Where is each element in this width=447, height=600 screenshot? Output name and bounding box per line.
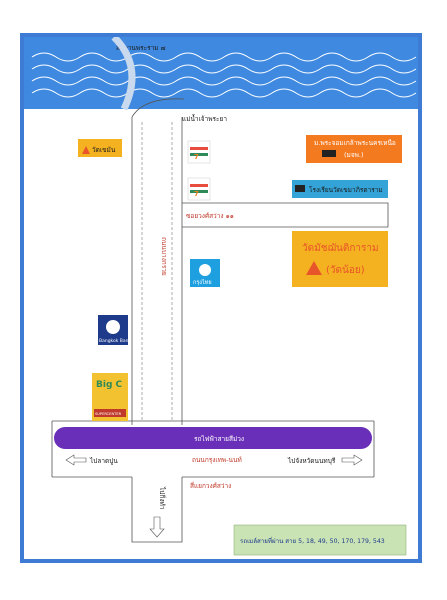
main-road-edges (131, 117, 183, 425)
university-box (306, 135, 402, 163)
road-curve (131, 98, 185, 118)
university-label: ม.พระจอมเกล้าพระนครเหนือ (314, 139, 396, 147)
temple-icon (306, 261, 322, 275)
seven-eleven-1-logo (187, 140, 211, 164)
school-label: โรงเรียนวัดเขมาภิรตาราม (309, 186, 383, 194)
seven-eleven-2-seven: 7 (194, 190, 199, 198)
direction-left: ไปลาดปูน (89, 457, 118, 465)
bridge-ramp (111, 37, 136, 111)
temple-name: วัดมัชฌันติการาม (302, 243, 379, 254)
direction-right: ไปจังหวัดนนทบุรี (287, 457, 336, 465)
purple-line-label: รถไฟฟ้าสายสีม่วง (194, 435, 244, 443)
wat-left-label: วัดเขมัน (92, 146, 116, 154)
map-canvas: สะพานพระราม ๗ แม่น้ำเจ้าพระยา ถนนบางกรวย… (24, 37, 418, 556)
purple-line (54, 427, 372, 449)
bigc-label: Big C (96, 380, 123, 390)
soi-11-road (182, 202, 389, 228)
seven-eleven-2-logo (187, 177, 211, 201)
horizontal-road-label: ถนนกรุงเทพ-นนท์ (192, 456, 242, 464)
temple-sub: (วัดน้อย) (326, 264, 365, 276)
soi-11-label: ซอยวงศ์สว่าง ๑๑ (186, 212, 234, 220)
university-abbr: (มจพ.) (344, 151, 364, 159)
seven-eleven-1-seven: 7 (194, 153, 199, 161)
road-ends (51, 421, 375, 477)
bigc-sub: SUPERCENTER (95, 412, 122, 416)
graduation-cap-icon (322, 150, 336, 157)
direction-down: ไปกิ่งทำ (158, 486, 167, 510)
bus-box (233, 524, 407, 556)
arrow-down-icon (149, 516, 165, 538)
temple-icon-small (82, 146, 90, 154)
river-waves (31, 52, 417, 98)
arrow-right-icon (341, 454, 363, 466)
temple-box (292, 231, 388, 287)
school-box (292, 180, 388, 198)
krungthai-label: กรุงไทย (193, 279, 212, 286)
main-road-dashes (141, 122, 173, 422)
lower-road (131, 477, 183, 543)
river-label: แม่น้ำเจ้าพระยา (182, 114, 227, 123)
map-frame: สะพานพระราม ๗ แม่น้ำเจ้าพระยา ถนนบางกรวย… (20, 33, 422, 563)
school-cap-icon (295, 185, 305, 192)
road-label-vertical: ถนนบางกรวย (160, 237, 168, 276)
intersection-label: สี่แยกวงศ์สว่าง (190, 481, 231, 490)
bus-label: รถเมล์สายที่ผ่าน สาย 5, 18, 49, 50, 170,… (240, 537, 385, 545)
bridge-label: สะพานพระราม ๗ (116, 44, 166, 52)
arrow-left-icon (65, 454, 87, 466)
bangkok-bank-label: Bangkok Bank (99, 338, 131, 344)
